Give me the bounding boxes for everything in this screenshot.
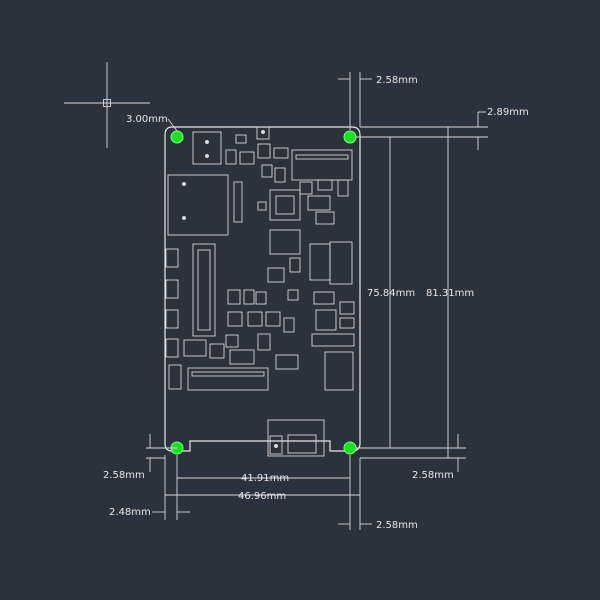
origin-crosshair: [64, 62, 150, 148]
dim-bottom-left-offset: 2.58mm: [103, 470, 145, 481]
dim-left-edge-offset: 2.48mm: [109, 507, 151, 518]
pcb-components: [165, 126, 355, 457]
dim-outer-height: 81.31mm: [426, 288, 474, 299]
mounting-holes: [170, 130, 357, 455]
dim-bottom-right-edge: 2.58mm: [376, 520, 418, 531]
dim-top-right-offset: 2.58mm: [376, 75, 418, 86]
dim-top-left-hole: 3.00mm: [126, 114, 168, 125]
dim-bottom-right-offset: 2.58mm: [412, 470, 454, 481]
dim-inner-width: 41.91mm: [241, 473, 289, 484]
dimension-lines: [146, 72, 488, 530]
mounting-hole-top-right: [343, 130, 357, 144]
pcb-outline: [164, 126, 361, 452]
mounting-hole-bottom-right: [343, 441, 357, 455]
dim-inner-height: 75.84mm: [367, 288, 415, 299]
mounting-hole-top-left: [170, 130, 184, 144]
dim-outer-width: 46.96mm: [238, 491, 286, 502]
dim-top-hole-offset: 2.89mm: [487, 107, 529, 118]
